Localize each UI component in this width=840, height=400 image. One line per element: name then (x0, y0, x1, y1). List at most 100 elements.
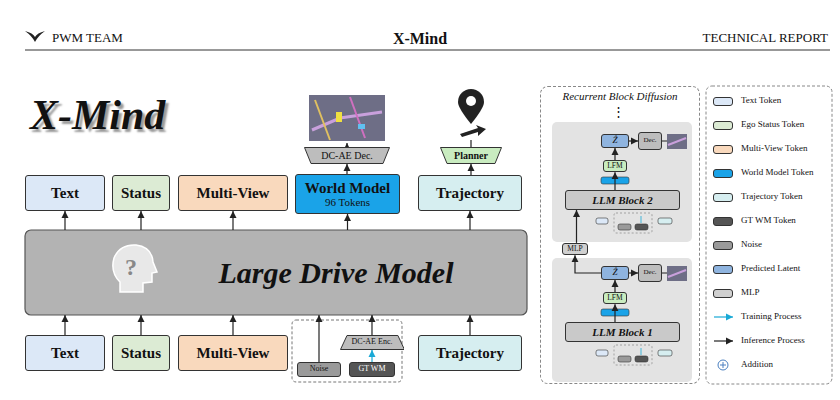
node-label: LLM Block 1 (592, 326, 653, 338)
lfm-box: LFM (603, 292, 627, 304)
node-label: LFM (607, 294, 622, 302)
legend-text: Text Token (741, 96, 781, 106)
ellipsis: ⋮ (612, 105, 625, 119)
inference-arrow (575, 255, 601, 273)
predicted-latent: Ẑ (601, 266, 629, 280)
header-report: TECHNICAL REPORT (703, 31, 829, 45)
decoder-box: Dec. (638, 132, 662, 150)
legend-entry: Inference Process (713, 335, 805, 347)
inference-arrow (614, 172, 615, 190)
legend-swatch (713, 265, 733, 274)
sub-label: 96 Tokens (325, 196, 370, 208)
legend-entry: Training Process (713, 311, 801, 323)
predicted-latent: Ẑ (601, 134, 629, 148)
legend-text: GT WM Token (741, 216, 796, 226)
legend-entry: World Model Token (713, 167, 813, 179)
legend-line-samples (714, 317, 733, 370)
legend-text: MLP (741, 288, 760, 298)
node-label: Dec. (643, 137, 656, 145)
node-label: Text (51, 185, 79, 202)
inference-arrow (318, 315, 319, 362)
node-label: LFM (607, 162, 622, 170)
header-team: PWM TEAM (52, 31, 123, 45)
inference-arrow (232, 211, 233, 230)
node-label: Planner (454, 150, 488, 161)
bev-image (309, 95, 385, 147)
node-label: Large Drive Model (219, 256, 454, 289)
node-label: Dec. (643, 269, 656, 277)
legend-entry: GT WM Token (713, 215, 796, 227)
legend-swatch (713, 169, 733, 178)
legend-entry: Predicted Latent (713, 263, 800, 275)
inference-arrow (469, 315, 470, 335)
legend-swatch (713, 217, 733, 226)
planner-trapezoid: Planner (440, 147, 502, 164)
inference-arrow (576, 210, 577, 243)
legend-entry: MLP (713, 287, 760, 299)
node-label: Text (51, 345, 79, 362)
question-mark: ? (125, 254, 137, 280)
legend-entry: Ego Status Token (713, 119, 804, 131)
large-model-ground (25, 230, 527, 315)
head-icon (113, 245, 157, 292)
node-label: Ẑ (612, 136, 617, 146)
legend-text: World Model Token (741, 168, 813, 178)
recurrent-block-panel: Recurrent Block DiffusionLLM Block 2LFMẐ… (540, 86, 700, 384)
node-label: Status (121, 185, 161, 202)
large-drive-model: Large Drive Model (25, 230, 527, 315)
inference-arrow (64, 211, 65, 230)
legend-swatch (713, 193, 733, 202)
node-label: Multi-View (197, 345, 270, 362)
inference-arrow (140, 315, 141, 335)
legend-text: Predicted Latent (741, 264, 800, 274)
legend-frame (706, 86, 832, 384)
inference-arrow (614, 280, 615, 292)
legend-entry: Text Token (713, 95, 781, 107)
legend-swatch (713, 289, 733, 298)
inference-arrow (629, 272, 638, 273)
node-label: Trajectory (436, 185, 504, 202)
node-label: Multi-View (197, 185, 270, 202)
legend-entry: Multi-View Token (713, 143, 807, 155)
text-input-box: Text (25, 175, 105, 211)
location-pin-icon (458, 89, 486, 147)
node-label: DC-AE Dec. (321, 150, 373, 161)
node-label: Trajectory (436, 345, 504, 362)
node-label: Status (121, 345, 161, 362)
lfm-box: LFM (603, 160, 627, 172)
node-label: Ẑ (612, 268, 617, 278)
legend-entry: Noise (713, 239, 762, 251)
noise-token: Noise (297, 362, 341, 377)
llm-block: LLM Block 2 (565, 190, 680, 210)
inference-arrow (614, 148, 615, 160)
node-label: GT WM (358, 365, 385, 374)
node-label: DC-AE Enc. (352, 338, 393, 347)
legend-text: Inference Process (741, 336, 805, 346)
trajectory-box: Trajectory (418, 175, 522, 211)
legend-text: Noise (741, 240, 762, 250)
header-title: X-Mind (393, 30, 447, 48)
text-input-box: Text (25, 335, 105, 371)
legend-text: Multi-View Token (741, 144, 807, 154)
legend-text: Training Process (741, 312, 801, 322)
node-label: LLM Block 2 (592, 194, 653, 206)
node-label: Noise (310, 365, 329, 374)
legend-text: Addition (741, 360, 773, 370)
panel-block-grounds (552, 122, 692, 382)
legend-swatch (713, 97, 733, 106)
input-token-rows (596, 213, 672, 365)
gt-wm-token: GT WM (349, 362, 395, 377)
legend-text: Ego Status Token (741, 120, 804, 130)
multi-view-box: Multi-View (178, 335, 288, 371)
inference-arrow (140, 211, 141, 230)
logo (25, 31, 45, 42)
legend-swatch (713, 145, 733, 154)
inference-arrow (629, 140, 638, 141)
status-box: Status (112, 175, 170, 211)
status-box: Status (112, 335, 170, 371)
llm-block: LLM Block 1 (565, 322, 680, 342)
node-label: MLP (567, 245, 582, 253)
header-rule (25, 50, 830, 51)
decoder-trapezoid: DC-AE Dec. (304, 147, 390, 164)
